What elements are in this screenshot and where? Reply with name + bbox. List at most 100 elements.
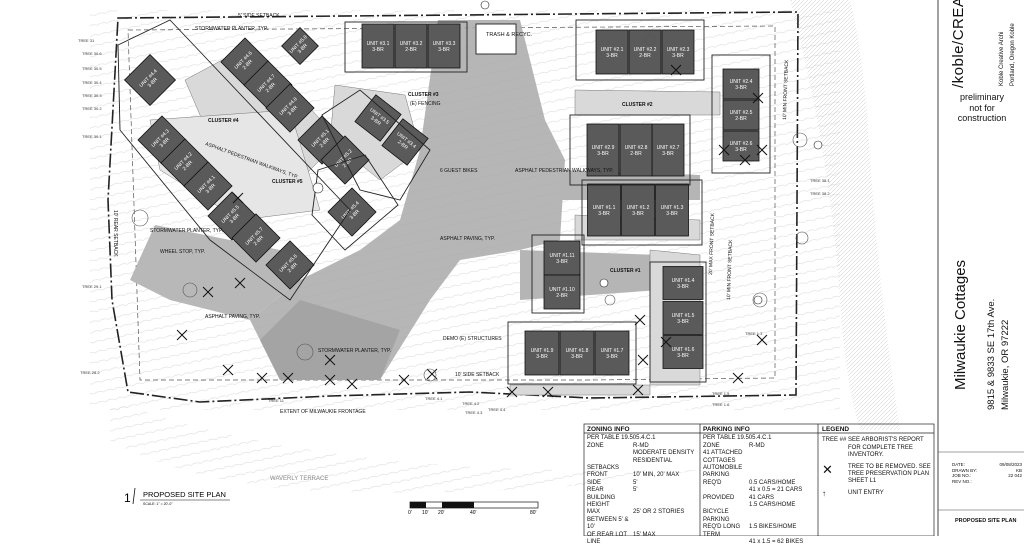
job-value: 22 042 bbox=[1008, 473, 1022, 478]
parking-row-value: 41 x 0.5 = 21 CARS bbox=[749, 487, 803, 494]
unit-br: 3-BR bbox=[735, 85, 747, 91]
drawn-value: KB bbox=[1015, 467, 1022, 473]
tree-removal-x bbox=[176, 329, 188, 341]
paving-label-1: ASPHALT PAVING, TYP. bbox=[440, 236, 495, 242]
firm-name: Koble Creative Archi bbox=[999, 31, 1005, 86]
date-value: 09/08/2023 bbox=[999, 462, 1022, 467]
unit-footprint: UNIT #1.53-BR bbox=[662, 301, 704, 335]
unit-name: UNIT #3.1 bbox=[367, 41, 390, 47]
unit-name: UNIT #2.3 bbox=[667, 47, 690, 53]
project-address: 9815 & 9833 SE 17th Ave. bbox=[986, 298, 997, 410]
legend-item-tree-number: TREE ## SEE ARBORIST'S REPORT FOR COMPLE… bbox=[822, 437, 934, 459]
unit-br: 3-BR bbox=[438, 47, 450, 53]
tree-removal-x bbox=[346, 378, 358, 390]
tree-removal-x bbox=[670, 64, 682, 76]
unit-br: 2-BR bbox=[396, 139, 409, 151]
unit-name: UNIT #1.2 bbox=[627, 205, 650, 211]
zoning-row-value: 25' OR 2 STORIES bbox=[633, 509, 685, 516]
project-city: Milwaukie, OR 97222 bbox=[1000, 319, 1011, 410]
unit-br: 3-BR bbox=[606, 354, 618, 360]
job-label: JOB NO.: bbox=[952, 473, 972, 478]
zoning-row-value: 10' MIN, 20' MAX bbox=[633, 472, 680, 479]
scale-tick-80: 80' bbox=[530, 510, 537, 516]
unit-footprint: UNIT #1.33-BR bbox=[655, 183, 689, 237]
zoning-row-label: PER TABLE 19.505.4.C.1 bbox=[587, 435, 656, 442]
legend-table: LEGEND TREE ## SEE ARBORIST'S REPORT FOR… bbox=[822, 426, 934, 498]
unit-br: 2-BR bbox=[639, 53, 651, 59]
zoning-row: BUILDING HEIGHT bbox=[587, 495, 699, 510]
zoning-row-value bbox=[633, 517, 699, 532]
tree-removal-x bbox=[324, 374, 336, 386]
unit-footprint: UNIT #2.43-BR bbox=[722, 68, 760, 100]
legend-entry-text: UNIT ENTRY bbox=[848, 489, 884, 496]
parking-row-label bbox=[703, 487, 749, 494]
tree-removal-x bbox=[256, 372, 268, 384]
tree-label: TREE 30.5 bbox=[82, 66, 102, 71]
unit-footprint: UNIT #2.93-BR bbox=[586, 123, 620, 177]
legend-removed-text: TREE TO BE REMOVED. SEE TREE PRESERVATIO… bbox=[848, 463, 931, 485]
unit-footprint: UNIT #4.13-BR bbox=[183, 161, 233, 211]
zoning-row-value: MODERATE DENSITY RESIDENTIAL bbox=[633, 450, 695, 464]
tree-label: TREE 38.1 bbox=[810, 178, 830, 183]
drawing-number: 1 bbox=[124, 491, 131, 505]
sheet-title: PROPOSED SITE PLAN bbox=[955, 518, 1017, 524]
unit-br: 3-BR bbox=[677, 319, 689, 325]
zoning-row-label: FRONT bbox=[587, 472, 608, 479]
unit-name: UNIT #2.8 bbox=[625, 145, 648, 151]
tree-label: TREE 29.1 bbox=[82, 284, 102, 289]
tree-label: TREE 30.4 bbox=[82, 80, 102, 85]
wheel-stop-label: WHEEL STOP, TYP. bbox=[160, 249, 205, 255]
zoning-row-label: ZONE bbox=[587, 442, 604, 449]
cluster-outlines bbox=[117, 19, 771, 385]
walkway-label-2: ASPHALT PEDESTRIAN WALKWAYS, TYP. bbox=[515, 168, 613, 174]
guest-bikes-label: 6 GUEST BIKES bbox=[440, 168, 478, 174]
trash-label: TRASH & RECYC. bbox=[486, 32, 533, 38]
tree-removal-x bbox=[234, 277, 246, 289]
zoning-row: MODERATE DENSITY RESIDENTIAL bbox=[587, 450, 699, 465]
unit-name: UNIT #1.7 bbox=[601, 348, 624, 354]
legend-tree-text: SEE ARBORIST'S REPORT FOR COMPLETE TREE … bbox=[848, 437, 924, 459]
unit-footprint: UNIT #1.13-BR bbox=[587, 183, 621, 237]
unit-footprint: UNIT #2.13-BR bbox=[595, 29, 629, 75]
side-setback-bottom: 10' SIDE SETBACK bbox=[455, 372, 500, 378]
parking-row: 41 x 1.5 = 62 BIKES bbox=[703, 539, 817, 546]
unit-footprint: UNIT #1.63-BR bbox=[662, 335, 704, 369]
parking-row-label bbox=[703, 502, 749, 509]
stormwater-label-2: STORMWATER PLANTER, TYP. bbox=[150, 228, 223, 234]
front-min-mid: 10' MIN FRONT SETBACK bbox=[726, 239, 734, 300]
parking-header: PARKING INFO bbox=[703, 426, 750, 433]
tree-removal-x bbox=[222, 364, 234, 376]
street-label: WAVERLY TERRACE bbox=[270, 476, 328, 482]
cluster-1-label: CLUSTER #1 bbox=[610, 268, 641, 274]
unit-name: UNIT #3.3 bbox=[433, 41, 456, 47]
unit-footprint: UNIT #5.62-BR bbox=[265, 240, 315, 290]
zoning-row-label: OF REAR LOT LINE bbox=[587, 531, 627, 546]
side-setback-top: 5' SIDE SETBACK bbox=[238, 13, 280, 19]
unit-br: 3-BR bbox=[662, 151, 674, 157]
unit-br: 3-BR bbox=[556, 259, 568, 265]
zoning-row-label: BETWEEN 5' & 10' bbox=[587, 516, 629, 531]
scale-tick-10: 10' bbox=[422, 510, 429, 516]
parking-row-label: AUTOMOBILE PARKING bbox=[703, 465, 743, 479]
tree-removal-x bbox=[632, 384, 644, 396]
legend-header: LEGEND bbox=[822, 426, 850, 433]
preliminary-note: preliminary not for construction bbox=[957, 92, 1007, 124]
unit-name: UNIT #1.10 bbox=[549, 287, 575, 293]
x-mark-icon: ✕ bbox=[822, 461, 833, 477]
tree-label: TREE 30.1 bbox=[82, 134, 102, 139]
tree-label: TREE 4.1 bbox=[425, 396, 443, 401]
drawing-scale: SCALE: 1" = 20'-0" bbox=[143, 502, 173, 506]
legend-item-tree-removed: ✕ TREE TO BE REMOVED. SEE TREE PRESERVAT… bbox=[822, 461, 934, 486]
parking-row-value: 41 x 1.5 = 62 BIKES bbox=[749, 539, 804, 546]
cluster-4-label: CLUSTER #4 bbox=[208, 118, 239, 124]
parking-row-value bbox=[749, 450, 817, 465]
parking-row-value: 1.5 CARS/HOME bbox=[749, 502, 796, 509]
firm-logo: /koble/CREAT bbox=[950, 0, 967, 88]
